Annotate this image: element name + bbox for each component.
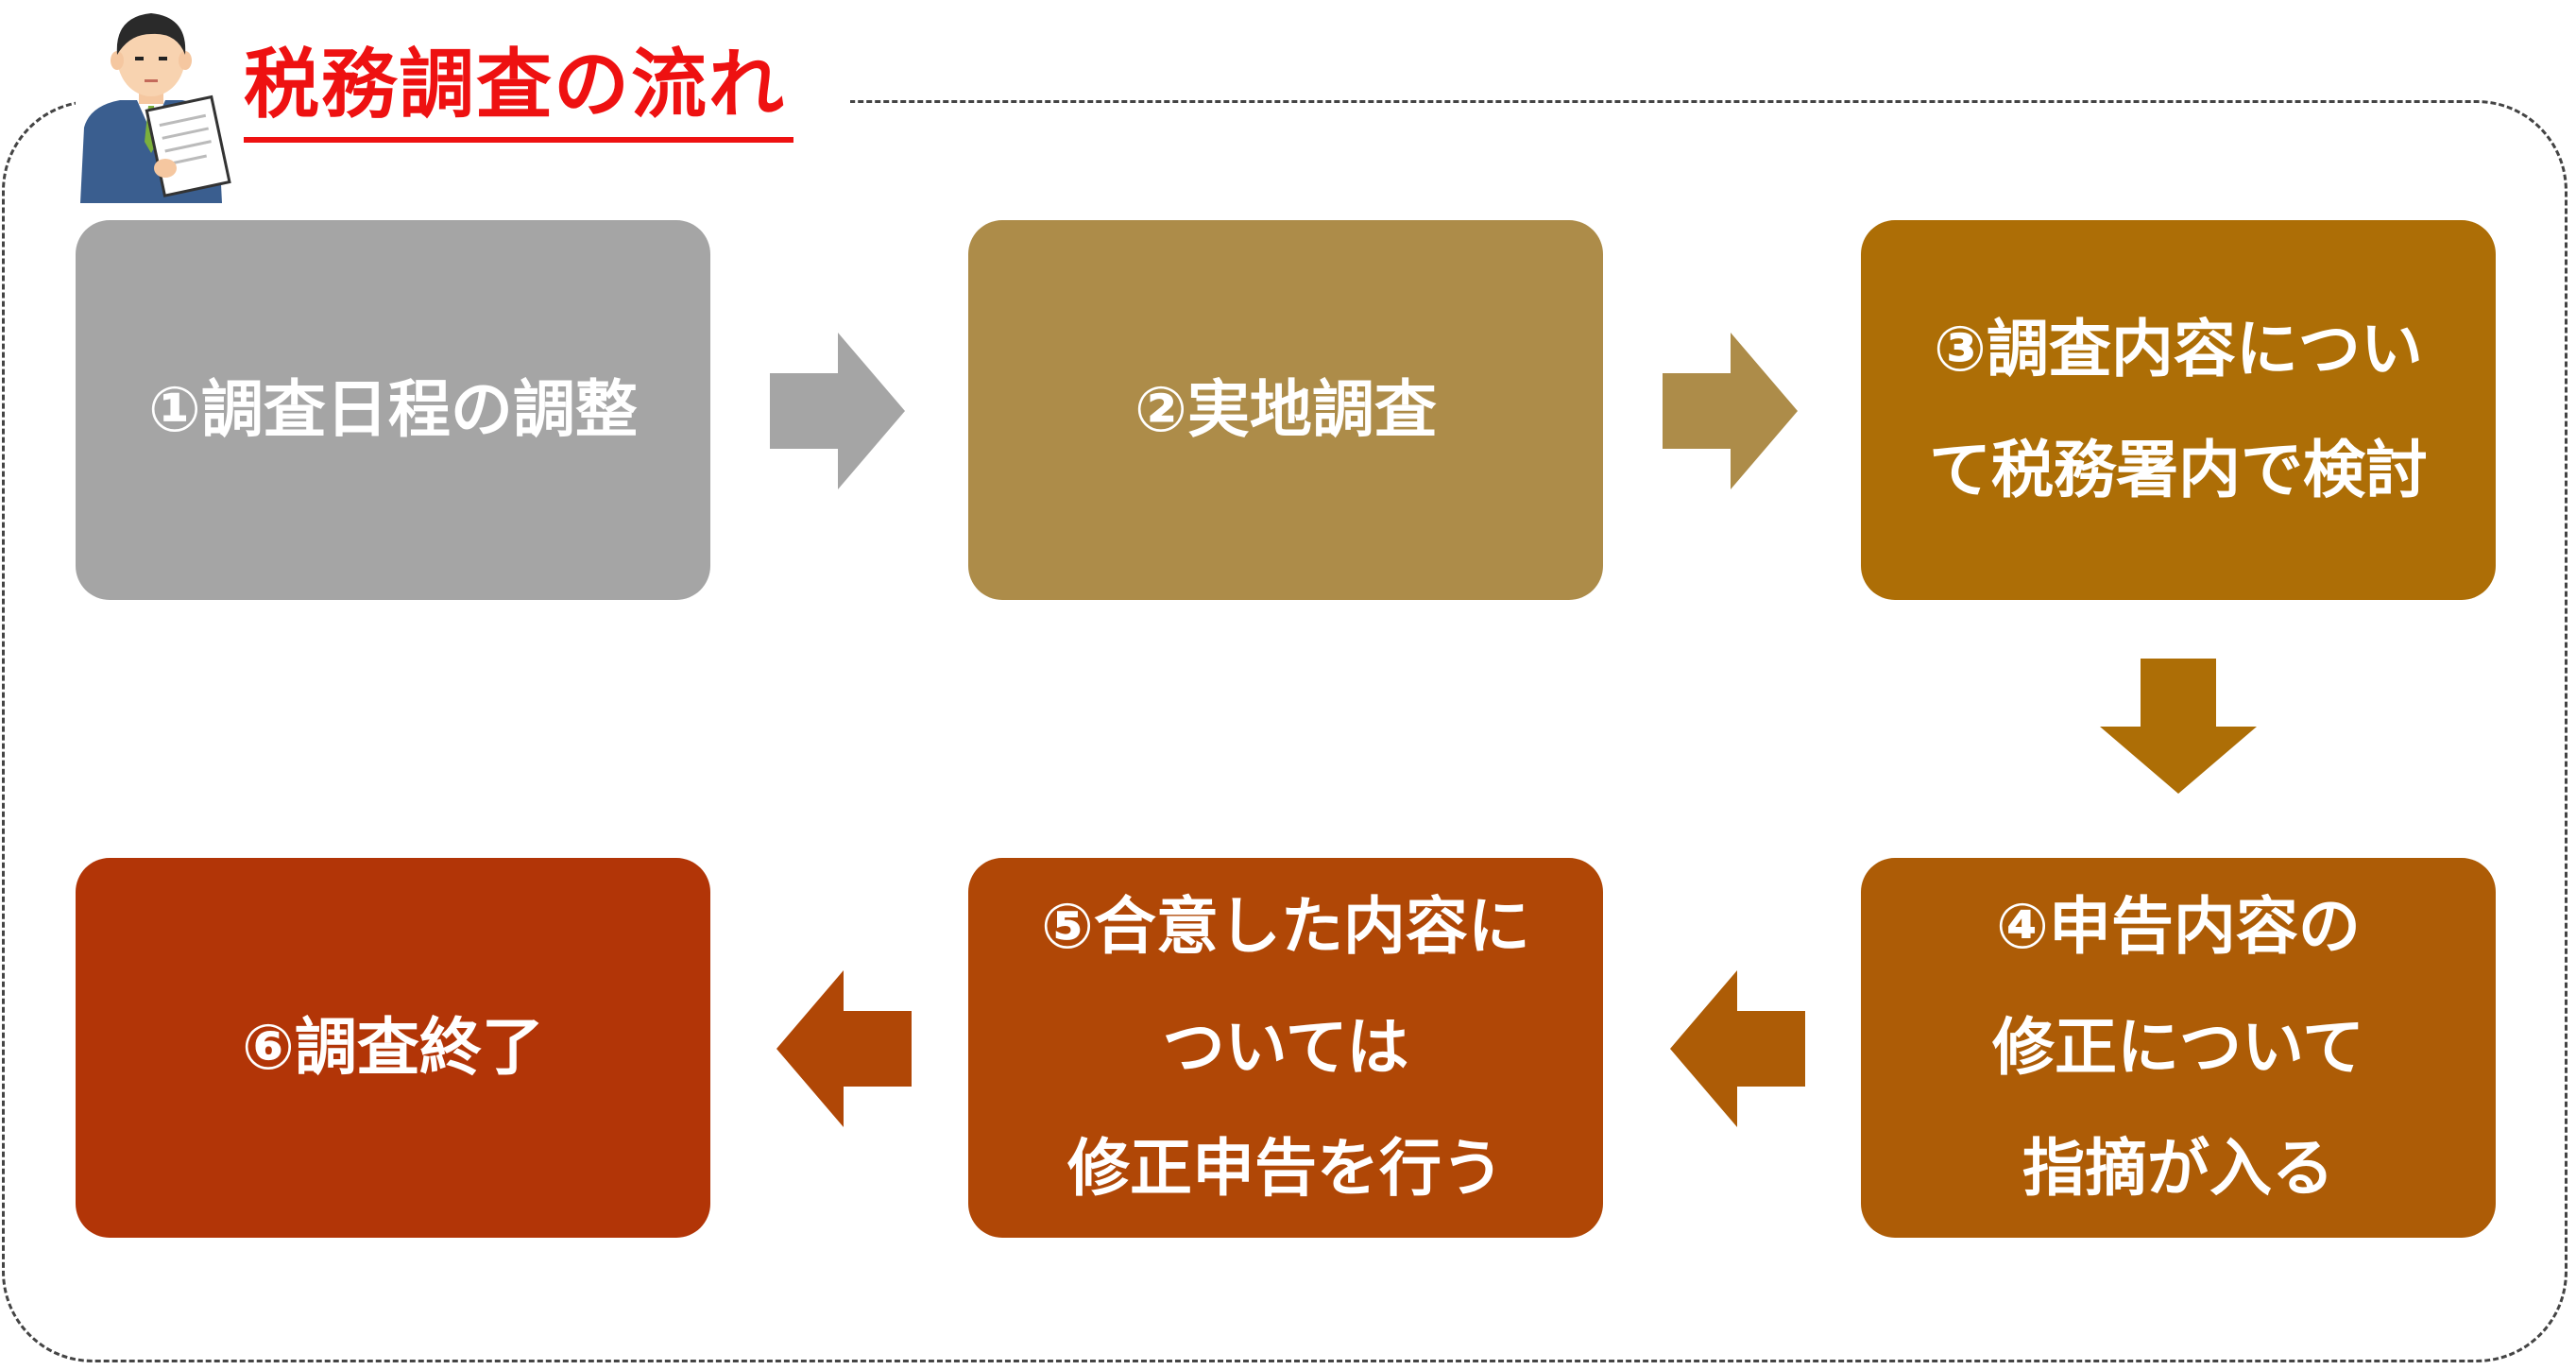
arrow-down-icon xyxy=(2100,659,2257,794)
step-text-line: ①調査日程の調整 xyxy=(148,373,638,446)
dashed-frame xyxy=(2,100,2567,1362)
step-box-3: ③調査内容について税務署内で検討 xyxy=(1861,220,2496,600)
page-title: 税務調査の流れ xyxy=(244,41,786,128)
step-text-line: ついては xyxy=(1162,1011,1409,1084)
arrow-right-icon xyxy=(1663,333,1798,489)
arrow-left-icon xyxy=(776,970,912,1127)
step-box-6: ⑥調査終了 xyxy=(76,858,710,1238)
step-text-line: ⑤合意した内容に xyxy=(1041,890,1530,963)
title-underline xyxy=(244,137,793,143)
step-text-line: ⑥調査終了 xyxy=(242,1011,544,1084)
step-box-5: ⑤合意した内容については修正申告を行う xyxy=(968,858,1603,1238)
businessman-holding-document-icon xyxy=(80,13,231,203)
step-text-line: 指摘が入る xyxy=(2022,1132,2334,1205)
step-text-line: ③調査内容につい xyxy=(1934,313,2423,385)
step-text-line: ④申告内容の xyxy=(1996,890,2361,963)
step-box-4: ④申告内容の修正について指摘が入る xyxy=(1861,858,2496,1238)
arrow-right-icon xyxy=(770,333,905,489)
step-box-1: ①調査日程の調整 xyxy=(76,220,710,600)
step-box-2: ②実地調査 xyxy=(968,220,1603,600)
step-text-line: 修正申告を行う xyxy=(1067,1132,1504,1205)
step-text-line: て税務署内で検討 xyxy=(1929,434,2428,506)
arrow-left-icon xyxy=(1670,970,1805,1127)
step-text-line: 修正について xyxy=(1991,1011,2365,1084)
step-text-line: ②実地調査 xyxy=(1134,373,1437,446)
